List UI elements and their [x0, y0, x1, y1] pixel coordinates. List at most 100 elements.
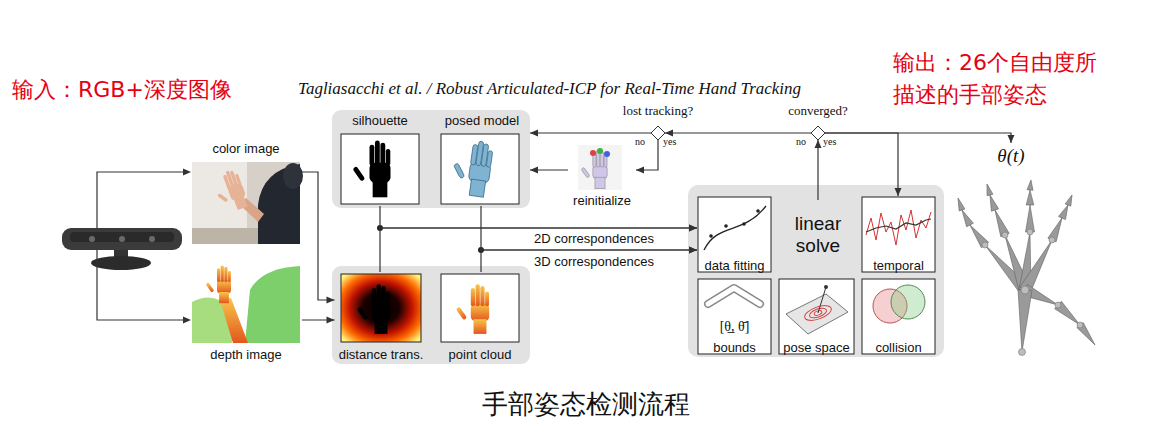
- term-box: collision: [861, 278, 936, 355]
- label-anchor: no: [796, 136, 806, 148]
- panel: [688, 185, 944, 357]
- node-label: data fitting: [705, 258, 765, 273]
- node-label: point cloud: [449, 347, 512, 362]
- arrowhead: [183, 169, 191, 176]
- node-label: temporal: [873, 258, 924, 273]
- silhouette-icon: [341, 134, 419, 204]
- hand-skeleton: [1077, 323, 1098, 348]
- panel: [332, 110, 944, 364]
- connector-line: [530, 132, 651, 133]
- pose-space-icon: [786, 294, 848, 334]
- term-box: data fitting: [697, 196, 772, 273]
- decision-diamond: [811, 126, 825, 140]
- skeleton-joint: [1002, 232, 1008, 238]
- skeleton-joint: [982, 229, 1083, 356]
- color-photo: [210, 168, 249, 215]
- node-label: θ(t): [997, 145, 1024, 167]
- depth-camera: [149, 236, 155, 242]
- temporal-icon: [862, 197, 935, 272]
- decision-node: lost tracking?: [603, 103, 713, 141]
- stage-box: distance trans.: [335, 272, 428, 362]
- output-note: 输出：26个自由度所描述的手部姿态: [893, 47, 1111, 111]
- skeleton-joint: [1049, 237, 1055, 243]
- pose-space-icon: [824, 285, 828, 289]
- arrowhead: [636, 167, 644, 174]
- panel: [332, 110, 530, 208]
- depth-camera: [62, 228, 182, 250]
- output-node: θ(t): [988, 143, 1034, 169]
- arrowhead: [183, 317, 191, 324]
- arrowhead: [530, 167, 538, 174]
- pose-space-icon: [779, 279, 854, 354]
- arrowhead: [1008, 135, 1015, 143]
- pose-space-icon: [818, 287, 826, 313]
- point-cloud-icon: [441, 274, 519, 342]
- junction-dot: [377, 225, 484, 253]
- posed-model-icon: [450, 138, 494, 198]
- connector: [530, 130, 651, 137]
- camera-wire: [97, 172, 183, 229]
- arrowhead: [327, 317, 335, 324]
- depth-picture: [245, 266, 300, 343]
- connector: [825, 133, 1015, 143]
- connector-line: [302, 172, 335, 300]
- node-label: distance trans.: [339, 347, 424, 362]
- hand-skeleton: [1020, 237, 1058, 293]
- node-label: color image: [212, 141, 279, 156]
- label-anchor: yes: [663, 136, 676, 148]
- image-box: color image: [190, 141, 302, 245]
- figure-caption: 手部姿态检测流程: [482, 388, 690, 420]
- connector-line: [481, 250, 697, 272]
- arrowhead: [183, 169, 191, 324]
- hand-skeleton: [1065, 194, 1075, 206]
- skeleton-joint: [1027, 229, 1033, 235]
- stage-box: reinitialize: [568, 145, 636, 208]
- bounds-icon: [708, 288, 760, 304]
- label-anchor: 3D correspondences: [532, 254, 656, 269]
- stage-box: point cloud: [434, 272, 526, 362]
- node-label: collision: [875, 340, 921, 355]
- bounds-icon: [708, 288, 760, 304]
- connector: [530, 167, 568, 174]
- distance-transform-icon: [357, 284, 390, 334]
- arrowhead: [530, 130, 538, 137]
- skeleton-joint: [1019, 349, 1026, 356]
- reinitialize-icon: [581, 150, 607, 189]
- panel: [332, 266, 530, 364]
- decision-node: converged?: [763, 103, 873, 141]
- connector: [481, 206, 697, 254]
- hand-skeleton: [966, 222, 988, 247]
- edge-label: 3D correspondences: [532, 254, 656, 269]
- hand-skeleton: [1026, 190, 1034, 205]
- reinitialize-icon: [578, 145, 622, 190]
- posed-model-icon: [441, 134, 519, 204]
- collision-icon: [862, 279, 935, 354]
- hand-skeleton: [955, 197, 965, 211]
- branch-label: no: [796, 136, 806, 148]
- data-fitting-icon: [698, 197, 771, 272]
- label-anchor: Tagliasacchi et al. / Robust Articulated…: [298, 79, 801, 99]
- decision-diamond: [811, 126, 825, 140]
- skeleton-joint: [1021, 286, 1029, 294]
- label-anchor: yes: [823, 136, 836, 148]
- data-fitting-icon: [698, 197, 771, 272]
- skeleton-joint: [1077, 322, 1083, 328]
- data-fitting-icon: [704, 206, 766, 250]
- bounds-icon: [698, 279, 771, 354]
- connector: [481, 247, 697, 273]
- label-anchor: no: [635, 136, 645, 148]
- arrowhead: [895, 188, 902, 196]
- connector: [825, 133, 902, 196]
- collision-icon: [862, 279, 935, 354]
- hand-skeleton: [1026, 205, 1035, 232]
- stage-box: posed model: [434, 113, 530, 206]
- distance-transform-icon: [341, 274, 421, 342]
- depth-camera: [70, 232, 174, 242]
- depth-picture: [192, 262, 300, 343]
- skeleton-joint: [1055, 302, 1061, 308]
- term-box: pose space: [778, 278, 855, 355]
- data-fitting-icon: [756, 209, 760, 213]
- hand-skeleton: [986, 194, 998, 211]
